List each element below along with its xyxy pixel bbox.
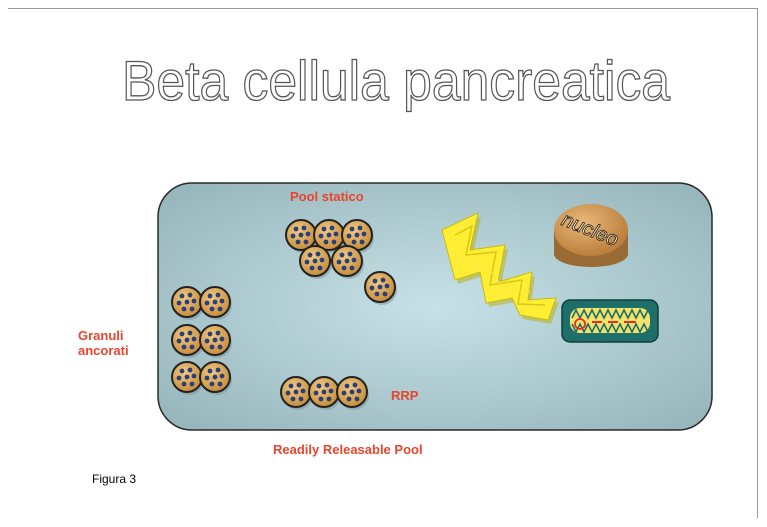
figure-caption: Figura 3: [92, 472, 136, 486]
rrp-label: RRP: [391, 388, 418, 403]
pool-statico-label: Pool statico: [290, 189, 364, 204]
rrp-granules: [281, 377, 369, 410]
granuli-line1: Granuli: [78, 328, 129, 343]
granuli-ancorati-label: Granuli ancorati: [78, 328, 129, 358]
docked-granules: [172, 287, 232, 395]
readily-releasable-pool-label: Readily Releasable Pool: [273, 442, 423, 457]
granuli-line2: ancorati: [78, 343, 129, 358]
nucleus: nucleo: [554, 204, 628, 267]
golgi-organelle: [562, 300, 658, 342]
